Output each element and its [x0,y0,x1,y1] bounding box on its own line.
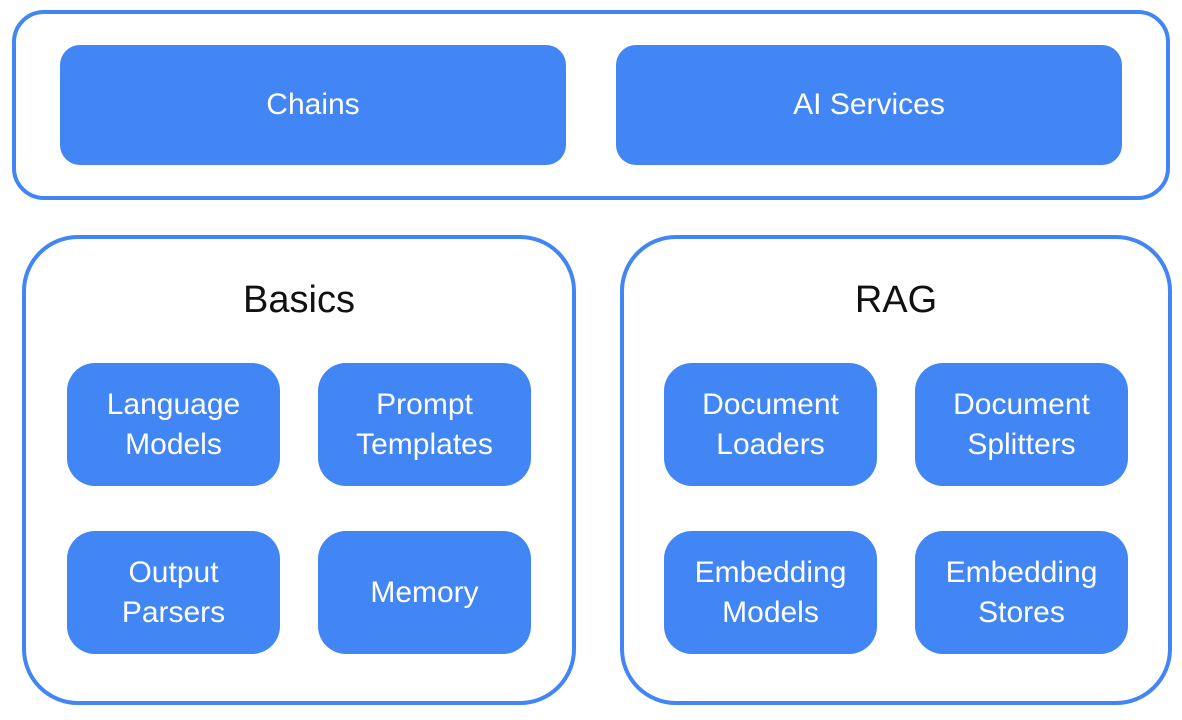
basics-group-title: Basics [243,279,355,321]
node-document-loaders: Document Loaders [664,363,877,486]
rag-node-grid: Document Loaders Document Splitters Embe… [624,363,1168,654]
node-embedding-models: Embedding Models [664,531,877,654]
basics-group-container: Basics Language Models Prompt Templates … [22,235,576,705]
node-output-parsers: Output Parsers [67,531,280,654]
basics-node-grid: Language Models Prompt Templates Output … [26,363,572,654]
rag-group-title: RAG [854,279,938,321]
top-group-container: Chains AI Services [12,10,1170,200]
node-ai-services: AI Services [616,45,1122,165]
rag-group-container: RAG Document Loaders Document Splitters … [620,235,1172,705]
node-chains: Chains [60,45,566,165]
node-memory: Memory [318,531,531,654]
node-prompt-templates: Prompt Templates [318,363,531,486]
node-language-models: Language Models [67,363,280,486]
node-document-splitters: Document Splitters [915,363,1128,486]
node-embedding-stores: Embedding Stores [915,531,1128,654]
